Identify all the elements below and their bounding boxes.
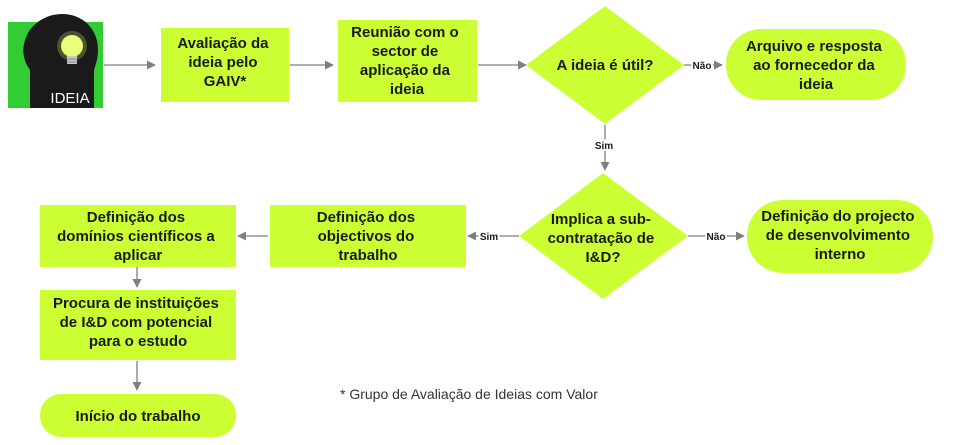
text-line: contratação de [548,230,655,247]
decision-implica-label: Implica a sub- contratação de I&D? [548,211,659,266]
text-line: Reunião com o [351,24,459,41]
text-line: ideia [799,76,834,93]
text-line: objectivos do [318,228,415,245]
head-silhouette [23,14,98,108]
text-line: Definição dos [87,209,185,226]
node-procura[interactable] [40,290,236,360]
text-line: interno [815,246,866,263]
lightbulb-icon [57,31,87,64]
text-line: ao fornecedor da [753,57,875,74]
idea-label: IDEIA [50,90,89,107]
idea-image: IDEIA [8,14,103,108]
text-line: GAIV* [204,73,247,90]
node-reuniao-label: Reunião com o sector de aplicação da ide… [351,24,463,98]
text-line: aplicação da [360,62,451,79]
node-dominios[interactable] [40,205,236,267]
text-line: Procura de instituições [53,295,219,312]
text-line: Avaliação da [177,35,269,52]
decision-ideia-util[interactable] [526,6,684,124]
text-line: Implica a sub- [551,211,651,228]
node-objectivos-label: Definição dos objectivos do trabalho [317,209,420,264]
node-procura-label: Procura de instituições de I&D com poten… [53,295,223,350]
node-avaliacao-label: Avaliação da ideia pelo GAIV* [177,35,272,90]
terminal-inicio-label: Início do trabalho [75,408,200,425]
text-line: Definição dos [317,209,415,226]
terminal-arquivo-label: Arquivo e resposta ao fornecedor da idei… [746,38,886,93]
footnote: * Grupo de Avaliação de Ideias com Valor [340,386,598,402]
text-line: sector de [372,43,439,60]
text-line: para o estudo [89,333,187,350]
node-avaliacao[interactable] [161,28,289,102]
text-line: Início do trabalho [75,408,200,425]
edge-label-nao: Não [693,61,712,72]
node-reuniao[interactable] [338,20,477,102]
edge-label-sim: Sim [480,232,498,243]
text-line: A ideia é útil? [557,57,654,74]
edge-label-nao: Não [707,232,726,243]
text-line: Arquivo e resposta [746,38,883,55]
text-line: ideia pelo [188,54,257,71]
text-line: domínios científicos a [57,228,215,245]
text-line: de desenvolvimento [766,227,910,244]
terminal-projecto[interactable] [747,200,933,273]
terminal-projecto-label: Definição do projecto de desenvolvimento… [761,208,919,263]
text-line: aplicar [114,247,163,264]
text-line: I&D? [586,249,621,266]
text-line: de I&D com potencial [60,314,213,331]
edge-label-sim: Sim [595,141,613,152]
node-objectivos[interactable] [270,205,466,267]
text-line: Definição do projecto [761,208,914,225]
text-line: trabalho [338,247,397,264]
terminal-arquivo[interactable] [726,29,906,100]
text-line: ideia [390,81,425,98]
decision-ideia-util-label: A ideia é útil? [557,57,654,74]
terminal-inicio[interactable] [40,394,236,437]
decision-implica[interactable] [519,173,688,299]
node-dominios-label: Definição dos domínios científicos a apl… [57,209,219,264]
